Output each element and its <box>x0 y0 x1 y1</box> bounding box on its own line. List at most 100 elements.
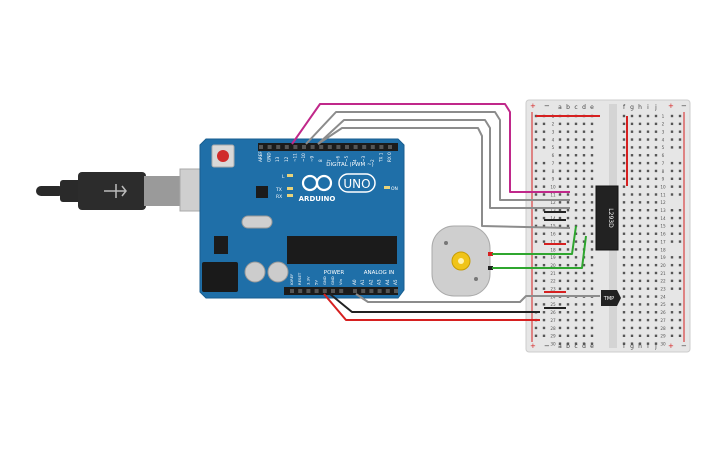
breadboard-hole[interactable] <box>574 138 578 141</box>
power-pin-hole[interactable] <box>339 289 344 293</box>
breadboard-hole[interactable] <box>670 122 674 126</box>
breadboard-hole[interactable] <box>646 185 650 188</box>
breadboard-hole[interactable] <box>622 271 626 275</box>
breadboard-hole[interactable] <box>654 146 658 149</box>
breadboard-hole[interactable] <box>542 138 546 141</box>
breadboard-hole[interactable] <box>638 169 642 173</box>
breadboard-hole[interactable] <box>558 130 562 133</box>
breadboard-hole[interactable] <box>566 154 570 157</box>
breadboard-hole[interactable] <box>638 193 642 196</box>
breadboard-hole[interactable] <box>670 334 674 337</box>
breadboard-hole[interactable] <box>654 342 658 345</box>
breadboard-hole[interactable] <box>630 248 634 251</box>
breadboard-hole[interactable] <box>646 169 650 173</box>
breadboard-hole[interactable] <box>670 185 674 188</box>
breadboard-hole[interactable] <box>678 318 682 322</box>
breadboard-hole[interactable] <box>638 130 642 133</box>
breadboard-hole[interactable] <box>558 154 562 157</box>
breadboard-hole[interactable] <box>622 318 626 322</box>
breadboard-hole[interactable] <box>590 209 594 212</box>
breadboard-hole[interactable] <box>590 271 594 275</box>
breadboard-hole[interactable] <box>566 201 570 204</box>
breadboard-hole[interactable] <box>558 232 562 235</box>
breadboard-hole[interactable] <box>558 279 562 283</box>
breadboard-hole[interactable] <box>534 224 538 228</box>
breadboard-hole[interactable] <box>678 303 682 306</box>
breadboard-hole[interactable] <box>654 216 658 220</box>
breadboard-hole[interactable] <box>654 279 658 283</box>
breadboard-hole[interactable] <box>622 193 626 196</box>
breadboard-hole[interactable] <box>542 130 546 133</box>
breadboard-hole[interactable] <box>574 311 578 314</box>
breadboard-hole[interactable] <box>558 342 562 345</box>
breadboard-hole[interactable] <box>646 287 650 290</box>
digital-pin-hole[interactable] <box>362 145 367 149</box>
breadboard-hole[interactable] <box>574 334 578 337</box>
breadboard-hole[interactable] <box>542 122 546 126</box>
breadboard-hole[interactable] <box>558 311 562 314</box>
breadboard-hole[interactable] <box>542 232 546 235</box>
breadboard-hole[interactable] <box>646 240 650 243</box>
breadboard-hole[interactable] <box>574 154 578 157</box>
breadboard-hole[interactable] <box>646 154 650 157</box>
breadboard-hole[interactable] <box>590 248 594 251</box>
breadboard-hole[interactable] <box>670 256 674 259</box>
analog-pin-hole[interactable] <box>394 289 398 293</box>
breadboard-hole[interactable] <box>558 193 562 196</box>
breadboard-hole[interactable] <box>590 161 594 165</box>
breadboard-hole[interactable] <box>654 318 658 322</box>
breadboard-hole[interactable] <box>654 185 658 188</box>
breadboard-hole[interactable] <box>558 185 562 188</box>
breadboard-hole[interactable] <box>670 177 674 180</box>
breadboard-hole[interactable] <box>638 342 642 345</box>
digital-pin-hole[interactable] <box>353 145 358 149</box>
breadboard-hole[interactable] <box>630 311 634 314</box>
breadboard-hole[interactable] <box>678 146 682 149</box>
breadboard-hole[interactable] <box>566 130 570 133</box>
breadboard-hole[interactable] <box>534 240 538 243</box>
breadboard-hole[interactable] <box>542 318 546 322</box>
breadboard-hole[interactable] <box>534 216 538 220</box>
digital-pin-hole[interactable] <box>259 145 263 149</box>
breadboard-hole[interactable] <box>566 216 570 220</box>
breadboard-hole[interactable] <box>646 311 650 314</box>
breadboard-hole[interactable] <box>582 154 586 157</box>
breadboard-hole[interactable] <box>646 201 650 204</box>
breadboard-hole[interactable] <box>582 342 586 345</box>
breadboard-hole[interactable] <box>654 326 658 330</box>
breadboard-hole[interactable] <box>542 287 546 290</box>
breadboard-hole[interactable] <box>566 248 570 251</box>
breadboard-hole[interactable] <box>622 334 626 337</box>
breadboard-hole[interactable] <box>646 146 650 149</box>
breadboard-hole[interactable] <box>638 263 642 267</box>
breadboard-hole[interactable] <box>558 209 562 212</box>
breadboard-hole[interactable] <box>670 240 674 243</box>
breadboard-hole[interactable] <box>654 240 658 243</box>
breadboard-hole[interactable] <box>590 256 594 259</box>
breadboard-hole[interactable] <box>558 318 562 322</box>
breadboard-hole[interactable] <box>582 146 586 149</box>
breadboard-hole[interactable] <box>534 209 538 212</box>
breadboard-hole[interactable] <box>558 161 562 165</box>
breadboard-hole[interactable] <box>654 122 658 126</box>
breadboard-hole[interactable] <box>542 311 546 314</box>
breadboard-hole[interactable] <box>646 138 650 141</box>
breadboard-hole[interactable] <box>566 122 570 126</box>
breadboard-hole[interactable] <box>558 240 562 243</box>
analog-pin-hole[interactable] <box>385 289 390 293</box>
breadboard-hole[interactable] <box>534 146 538 149</box>
breadboard-hole[interactable] <box>558 287 562 290</box>
breadboard-hole[interactable] <box>638 295 642 298</box>
breadboard-hole[interactable] <box>646 193 650 196</box>
breadboard-hole[interactable] <box>590 185 594 188</box>
breadboard-hole[interactable] <box>630 271 634 275</box>
breadboard-hole[interactable] <box>574 303 578 306</box>
breadboard-hole[interactable] <box>590 146 594 149</box>
breadboard-hole[interactable] <box>534 287 538 290</box>
breadboard-hole[interactable] <box>534 232 538 235</box>
breadboard-hole[interactable] <box>622 326 626 330</box>
breadboard-hole[interactable] <box>654 114 658 118</box>
breadboard-hole[interactable] <box>630 193 634 196</box>
digital-pin-hole[interactable] <box>327 145 332 149</box>
breadboard-hole[interactable] <box>542 161 546 165</box>
